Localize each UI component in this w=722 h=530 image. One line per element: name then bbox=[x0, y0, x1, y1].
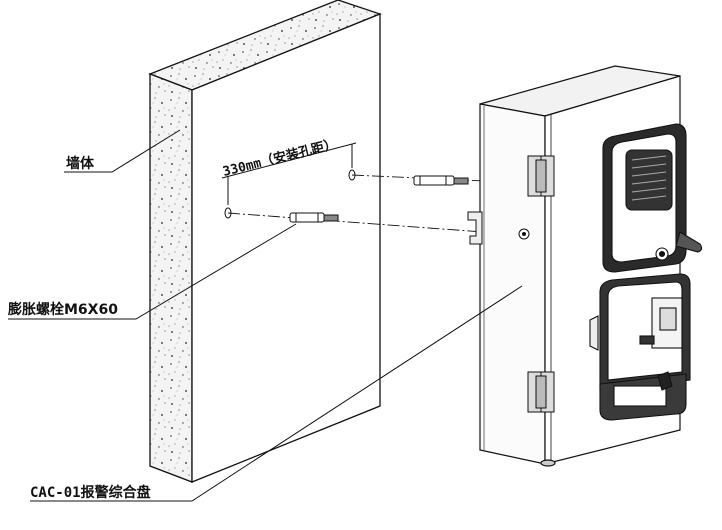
expansion-bolt-lower bbox=[289, 212, 339, 223]
side-nut bbox=[518, 228, 530, 240]
wall bbox=[148, 0, 382, 483]
wall-front-face bbox=[191, 13, 381, 483]
hinge-bottom bbox=[527, 371, 555, 413]
expansion-bolt-upper bbox=[413, 175, 469, 186]
panel-label: CAC-01报警综合盘 bbox=[30, 484, 151, 501]
mounting-bracket bbox=[467, 211, 483, 245]
wall-label: 墙体 bbox=[66, 155, 95, 172]
spacing-dimension bbox=[221, 142, 357, 205]
hinge-top bbox=[527, 155, 555, 197]
speaker-unit bbox=[602, 123, 703, 273]
control-unit bbox=[589, 273, 691, 421]
leader-lines bbox=[8, 129, 523, 502]
bolt-label: 膨胀螺栓M6X60 bbox=[8, 301, 118, 318]
